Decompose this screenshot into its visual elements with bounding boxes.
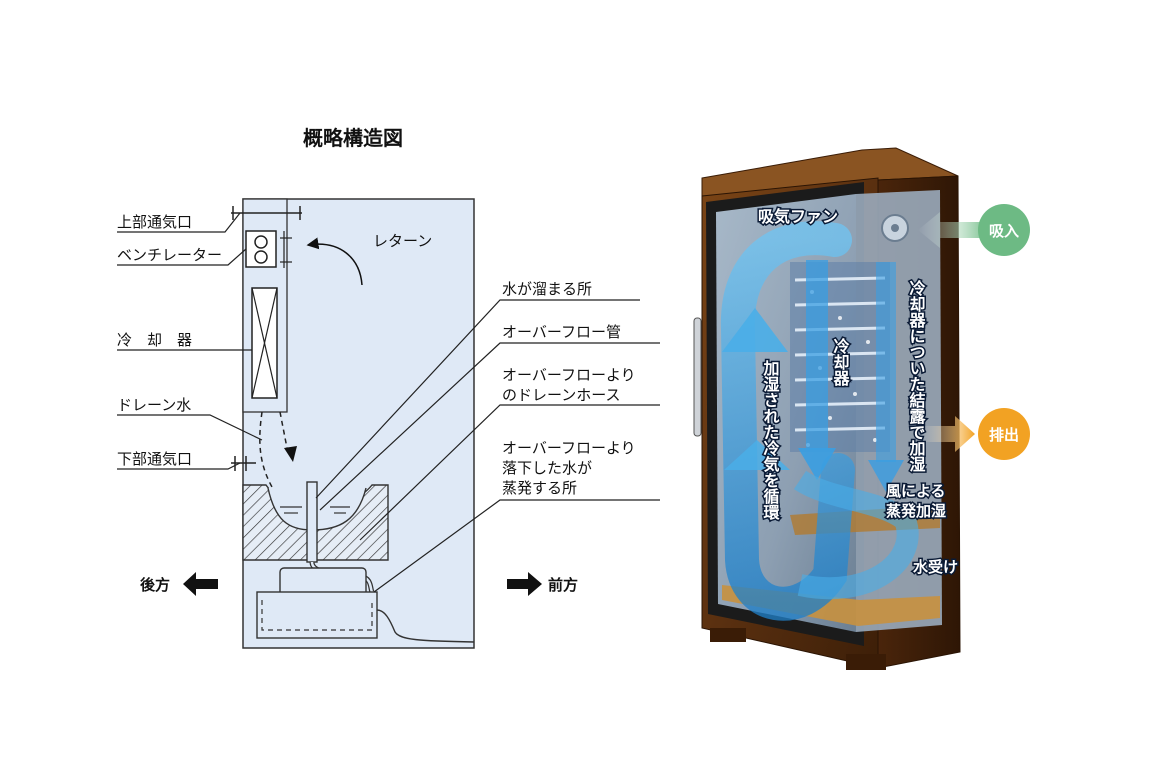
label-drain-water: ドレーン水 bbox=[117, 396, 191, 414]
outlet-pipe bbox=[376, 609, 475, 643]
label-water-pool: 水が溜まる所 bbox=[502, 280, 592, 298]
evap-tray bbox=[256, 591, 378, 639]
overflow-pipe bbox=[306, 481, 318, 563]
schematic: 概略構造図 bbox=[117, 126, 660, 649]
svg-text:前方: 前方 bbox=[548, 576, 578, 594]
label-bottom-vent: 下部通気口 bbox=[117, 450, 192, 468]
airflow bbox=[720, 221, 919, 621]
direction-front: 前方 bbox=[507, 572, 578, 596]
cold-air-drop bbox=[279, 411, 288, 449]
label-overflow-pipe: オーバーフロー管 bbox=[502, 323, 621, 341]
leader-overflow-pipe bbox=[319, 342, 660, 511]
svg-text:後方: 後方 bbox=[139, 576, 170, 594]
label-evap-1: オーバーフローより bbox=[502, 439, 636, 457]
svg-text:吸入: 吸入 bbox=[989, 222, 1019, 240]
leader-ventilator bbox=[117, 248, 247, 266]
leader-top-vent bbox=[117, 212, 241, 233]
label-ventilator: ベンチレーター bbox=[117, 246, 222, 264]
door-handle bbox=[693, 317, 702, 437]
intake-badge bbox=[978, 204, 1030, 256]
exhaust-indicator: 排出 bbox=[920, 408, 1030, 460]
top-vent bbox=[231, 206, 302, 220]
label-circulation: 加湿された冷気を循環 bbox=[761, 360, 781, 521]
direction-back: 後方 bbox=[139, 572, 218, 596]
label-overflow-hose-2: のドレーンホース bbox=[502, 386, 621, 404]
label-overflow-hose-1: オーバーフローより bbox=[502, 366, 636, 384]
label-intake-fan: 吸気ファン bbox=[758, 207, 838, 226]
label-evap-2-right: 蒸発加湿 bbox=[886, 502, 946, 520]
back-arrow-icon bbox=[183, 572, 218, 596]
label-evap-3: 蒸発する所 bbox=[502, 479, 577, 497]
label-cooler: 冷 却 器 bbox=[117, 331, 192, 349]
intake-indicator: 吸入 bbox=[918, 204, 1030, 256]
label-top-vent: 上部通気口 bbox=[117, 213, 192, 231]
up-arrow-icon bbox=[722, 308, 788, 352]
label-evap-2: 落下した水が bbox=[502, 459, 592, 477]
drop-arrow-head bbox=[284, 446, 297, 462]
exhaust-badge bbox=[978, 408, 1030, 460]
return-arrow bbox=[306, 237, 363, 286]
leader-evap bbox=[373, 499, 660, 593]
leader-bottom-vent bbox=[117, 462, 241, 470]
front-arrow-icon bbox=[507, 572, 542, 596]
drain-water-path bbox=[259, 411, 276, 493]
ventilator-fan bbox=[245, 230, 292, 268]
diagram-title: 概略構造図 bbox=[303, 126, 403, 150]
cooler-unit bbox=[251, 287, 278, 399]
label-water-tray: 水受け bbox=[913, 558, 958, 576]
leader-overflow-hose bbox=[359, 404, 660, 541]
svg-text:排出: 排出 bbox=[989, 426, 1019, 444]
cabinet-illustration: 吸入 排出 吸気ファン 冷却器 冷却器についた結露で加湿 加湿された冷気を循環 … bbox=[693, 147, 1030, 670]
down-arrow-icon bbox=[798, 448, 836, 480]
label-return: レターン bbox=[373, 232, 432, 250]
label-condensation: 冷却器についた結露で加湿 bbox=[907, 279, 927, 472]
label-cooler-vertical: 冷却器 bbox=[831, 337, 851, 387]
leader-water-pool bbox=[315, 299, 640, 499]
leader-drain-water bbox=[117, 414, 263, 441]
label-evap-1-right: 風による bbox=[886, 482, 946, 500]
bottom-vent bbox=[231, 456, 256, 471]
